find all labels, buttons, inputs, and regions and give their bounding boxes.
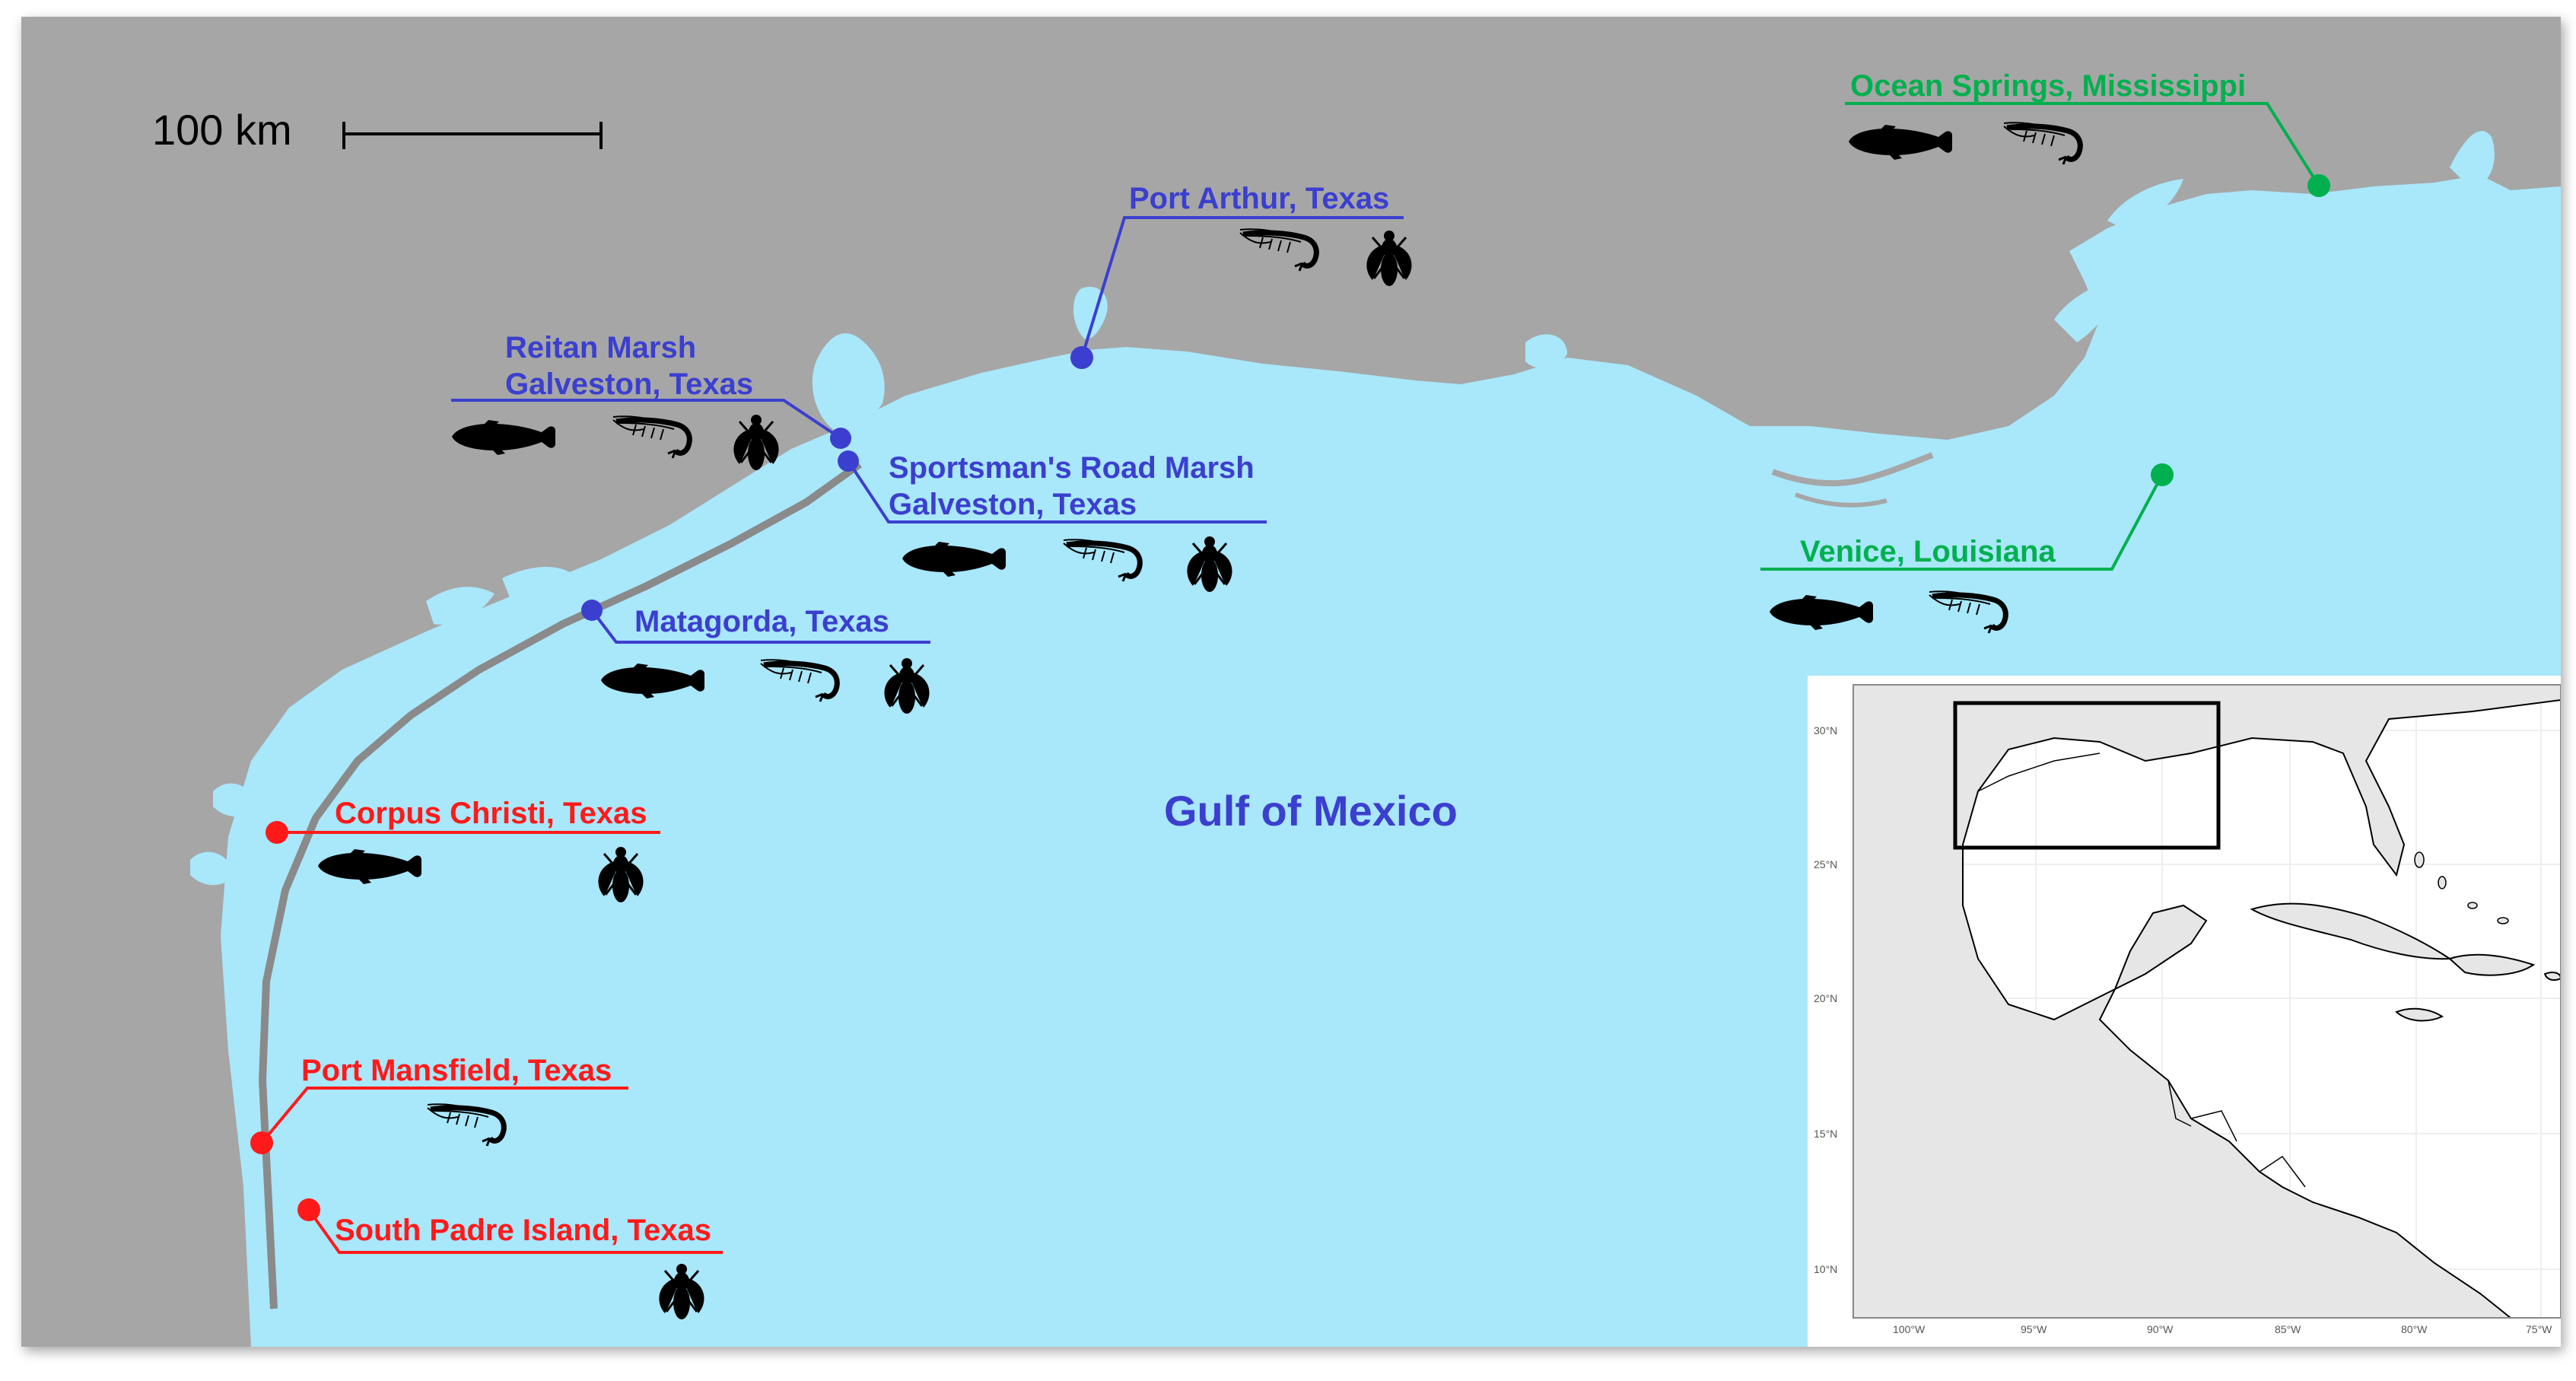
lon-tick: 100°W	[1893, 1323, 1926, 1335]
site-label-sportsmans-line1: Sportsman's Road Marsh	[889, 451, 1255, 485]
lon-tick: 90°W	[2147, 1323, 2174, 1335]
lon-tick: 95°W	[2021, 1323, 2047, 1335]
site-marker[interactable]	[1070, 346, 1093, 369]
fly-icon	[1185, 535, 1234, 593]
site-label-sportsmans-line2: Galveston, Texas	[889, 488, 1137, 521]
site-label-venice: Venice, Louisiana	[1800, 535, 2056, 568]
scale-bar-label: 100 km	[152, 106, 292, 154]
site-label-reitan-line2: Galveston, Texas	[505, 368, 753, 401]
site-port-arthur[interactable]: Port Arthur, Texas	[1070, 182, 1414, 369]
fly-icon	[657, 1262, 706, 1321]
site-marker[interactable]	[2151, 463, 2174, 486]
site-marker[interactable]	[830, 428, 851, 449]
lon-tick: 75°W	[2526, 1323, 2552, 1335]
site-marker[interactable]	[266, 821, 288, 844]
fly-icon	[1365, 229, 1414, 288]
lat-tick: 10°N	[1814, 1263, 1837, 1275]
site-south-padre[interactable]: South Padre Island, Texas	[297, 1198, 723, 1321]
lat-tick: 25°N	[1814, 858, 1837, 870]
site-label-ocean-springs: Ocean Springs, Mississippi	[1850, 69, 2246, 103]
site-matagorda[interactable]: Matagorda, Texas	[581, 600, 931, 715]
site-ocean-springs[interactable]: Ocean Springs, Mississippi	[1845, 69, 2330, 197]
study-area-box	[1953, 701, 2221, 850]
site-marker[interactable]	[2307, 174, 2330, 197]
site-label-corpus-christi: Corpus Christi, Texas	[335, 797, 647, 830]
site-reitan-marsh[interactable]: Reitan Marsh Galveston, Texas	[451, 331, 851, 472]
lon-tick: 85°W	[2275, 1323, 2301, 1335]
fly-icon	[596, 845, 645, 904]
lat-tick: 20°N	[1814, 992, 1837, 1004]
inset-lat-ticks: 30°N 25°N 20°N 15°N 10°N	[1814, 724, 1837, 1275]
site-sportsmans-road[interactable]: Sportsman's Road Marsh Galveston, Texas	[838, 450, 1267, 593]
ocean-label: Gulf of Mexico	[1164, 787, 1458, 835]
scale-bar: 100 km	[152, 106, 603, 154]
inset-lon-ticks: 100°W 95°W 90°W 85°W 80°W 75°W	[1893, 1323, 2552, 1335]
lat-tick: 15°N	[1814, 1128, 1837, 1140]
fly-icon	[732, 413, 781, 472]
site-label-reitan-line1: Reitan Marsh	[505, 331, 696, 364]
inset-locator-map: 30°N 25°N 20°N 15°N 10°N 100°W 95°W 90°W…	[1808, 676, 2561, 1347]
site-label-matagorda: Matagorda, Texas	[634, 605, 889, 638]
site-port-mansfield[interactable]: Port Mansfield, Texas	[250, 1054, 628, 1154]
site-venice[interactable]: Venice, Louisiana	[1760, 463, 2174, 633]
site-marker[interactable]	[838, 450, 859, 472]
site-label-port-arthur: Port Arthur, Texas	[1129, 182, 1389, 215]
site-corpus-christi[interactable]: Corpus Christi, Texas	[266, 797, 660, 904]
fly-icon	[883, 657, 931, 715]
site-marker[interactable]	[297, 1198, 320, 1221]
site-label-south-padre: South Padre Island, Texas	[335, 1214, 711, 1247]
site-marker[interactable]	[250, 1131, 273, 1154]
coastline-details	[258, 452, 1934, 1309]
lat-tick: 30°N	[1814, 724, 1837, 737]
site-label-port-mansfield: Port Mansfield, Texas	[301, 1054, 612, 1087]
lon-tick: 80°W	[2401, 1323, 2428, 1335]
site-marker[interactable]	[581, 600, 603, 621]
